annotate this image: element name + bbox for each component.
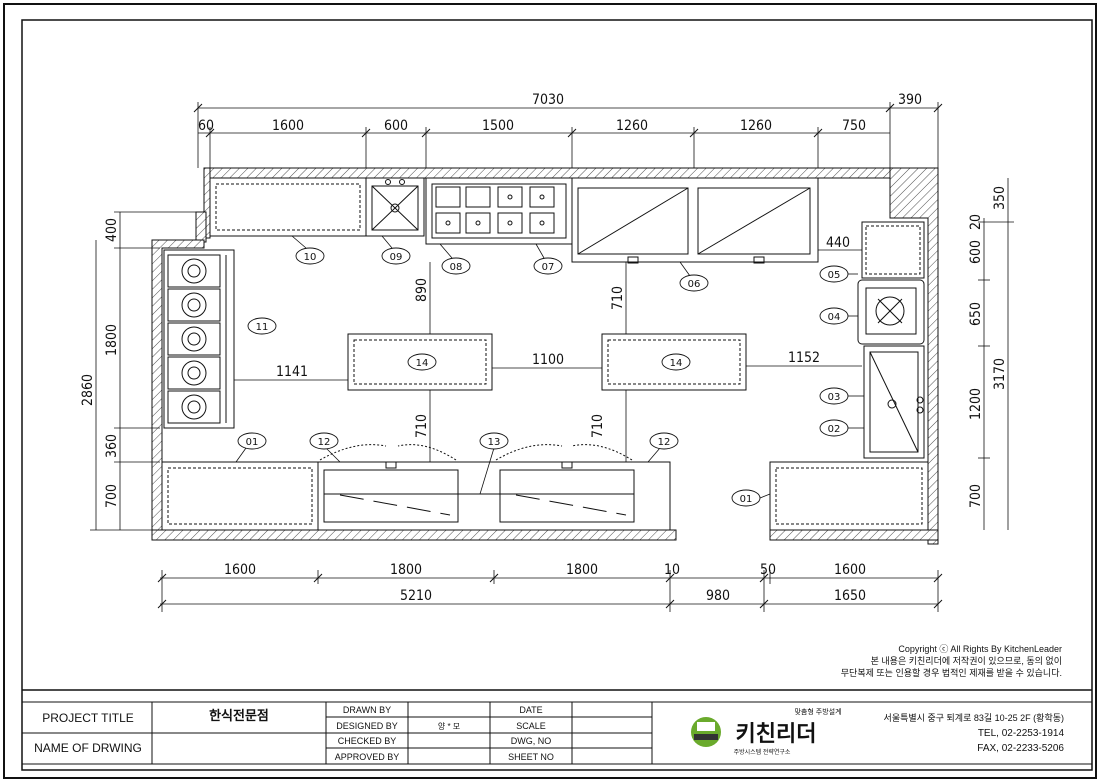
equipment-14-island-left xyxy=(347,333,493,391)
tag-02: 02 xyxy=(828,424,841,435)
dim-top-seg-4: 1260 xyxy=(616,118,648,134)
dim-left-c: 2860 xyxy=(80,374,96,406)
equipment-01-table-left xyxy=(161,461,319,531)
tag-01-right: 01 xyxy=(740,494,753,505)
dim-top-seg-3: 1500 xyxy=(482,118,514,134)
tag-14-left: 14 xyxy=(416,358,429,369)
equipment xyxy=(161,177,929,531)
dim-bottom1-4: 50 xyxy=(760,562,776,578)
dim-bottom1-0: 1600 xyxy=(224,562,256,578)
tag-05: 05 xyxy=(828,270,841,281)
drawing-name-label: NAME OF DRWING xyxy=(34,741,142,755)
tag-01-left: 01 xyxy=(246,437,259,448)
dim-right-a: 350 xyxy=(992,186,1008,210)
tag-10: 10 xyxy=(304,252,317,263)
dim-bottom2-0: 5210 xyxy=(400,588,432,604)
dim-top-seg-5: 1260 xyxy=(740,118,772,134)
equipment-05-table xyxy=(861,221,925,279)
dim-bottom1-3: 10 xyxy=(664,562,680,578)
dim-bottom1-1: 1800 xyxy=(390,562,422,578)
dim-top-seg-1: 1600 xyxy=(272,118,304,134)
scale-label: SCALE xyxy=(516,721,546,731)
dim-right-g: 3170 xyxy=(992,358,1008,390)
tag-12-left: 12 xyxy=(318,437,331,448)
dim-bottom2-2: 1650 xyxy=(834,588,866,604)
dim-right-e: 1200 xyxy=(968,388,984,420)
designer-value: 양 * 모 xyxy=(438,722,460,731)
sheet-outer-border xyxy=(3,3,1097,779)
drawn-by-label: DRAWN BY xyxy=(343,705,391,715)
dim-right-d: 650 xyxy=(968,302,984,326)
dim-right-c: 600 xyxy=(968,240,984,264)
dim-left-e: 700 xyxy=(104,484,120,508)
tag-08: 08 xyxy=(450,262,463,273)
dim-710-right: 710 xyxy=(590,414,606,438)
equipment-01-table-right xyxy=(769,461,929,531)
logo-sub: 주방시스템 전략연구소 xyxy=(734,748,791,756)
dim-right-f: 700 xyxy=(968,484,984,508)
tag-03: 03 xyxy=(828,392,841,403)
equipment-03-sink xyxy=(863,345,925,459)
tag-11: 11 xyxy=(256,322,269,333)
tag-06: 06 xyxy=(688,279,701,290)
tel: TEL, 02-2253-1914 xyxy=(978,728,1065,739)
equipment-07-08-cold-table xyxy=(425,177,573,245)
dimension-lines xyxy=(90,102,1014,612)
equipment-10-work-table xyxy=(209,177,367,237)
dim-440: 440 xyxy=(826,235,850,251)
dim-bottom2-1: 980 xyxy=(706,588,730,604)
tag-leaders xyxy=(235,235,864,499)
title-block xyxy=(21,701,1093,765)
date-label: DATE xyxy=(519,705,542,715)
approved-by-label: APPROVED BY xyxy=(335,752,400,762)
logo-slogan: 맞춤형 주방설계 xyxy=(794,707,841,716)
logo-name: 키친리더 xyxy=(736,721,817,746)
dim-left-d: 360 xyxy=(104,434,120,458)
copyright-line-1: Copyright ⓒ All Rights By KitchenLeader xyxy=(898,644,1062,654)
dim-bottom1-2: 1800 xyxy=(566,562,598,578)
equipment-04-burner xyxy=(857,279,925,345)
dim-top-right: 390 xyxy=(898,92,922,108)
burners xyxy=(167,254,235,424)
dim-left-a: 400 xyxy=(104,218,120,242)
checked-by-label: CHECKED BY xyxy=(338,736,397,746)
dim-top-seg-6: 750 xyxy=(842,118,866,134)
fax: FAX, 02-2233-5206 xyxy=(977,743,1064,754)
designed-by-label: DESIGNED BY xyxy=(336,721,398,731)
equipment-tags xyxy=(237,247,849,507)
sheet-inner-border xyxy=(21,19,1093,771)
copyright-line-2: 본 내용은 키친리더에 저작권이 있으므로, 동의 없이 xyxy=(871,655,1062,666)
dim-top-seg-0: 60 xyxy=(198,118,214,134)
dim-right-b: 20 xyxy=(968,214,984,230)
project-title-value: 한식전문점 xyxy=(209,708,269,723)
dim-bottom1-5: 1600 xyxy=(834,562,866,578)
equipment-12-13-undercounter xyxy=(317,461,671,531)
tag-12-right: 12 xyxy=(658,437,671,448)
equipment-09-sink xyxy=(365,177,425,237)
dim-1141: 1141 xyxy=(276,364,308,380)
tag-07: 07 xyxy=(542,262,555,273)
sheet-no-label: SHEET NO xyxy=(508,752,554,762)
dim-1100: 1100 xyxy=(532,352,564,368)
dim-left-b: 1800 xyxy=(104,324,120,356)
copyright-line-3: 무단복제 또는 인용할 경우 법적인 제재를 받을 수 있습니다. xyxy=(841,667,1062,678)
kitchenleader-logo: 키친리더 맞춤형 주방설계 주방시스템 전략연구소 xyxy=(691,707,842,756)
dim-710-top: 710 xyxy=(610,286,626,310)
project-title-label: PROJECT TITLE xyxy=(42,711,134,725)
equipment-11-range xyxy=(163,249,235,429)
dwg-no-label: DWG, NO xyxy=(511,736,552,746)
tag-14-right: 14 xyxy=(670,358,683,369)
dim-top-overall: 7030 xyxy=(532,92,564,108)
dim-890: 890 xyxy=(414,278,430,302)
dim-1152: 1152 xyxy=(788,350,820,366)
dim-top-seg-2: 600 xyxy=(384,118,408,134)
tag-09: 09 xyxy=(390,252,403,263)
dim-710-left: 710 xyxy=(414,414,430,438)
address: 서울특별시 중구 퇴계로 83길 10-25 2F (황학동) xyxy=(884,712,1064,723)
tag-04: 04 xyxy=(828,312,841,323)
equipment-06-refrigerator xyxy=(571,177,819,263)
tag-13: 13 xyxy=(488,437,501,448)
equipment-14-island-right xyxy=(601,333,747,391)
